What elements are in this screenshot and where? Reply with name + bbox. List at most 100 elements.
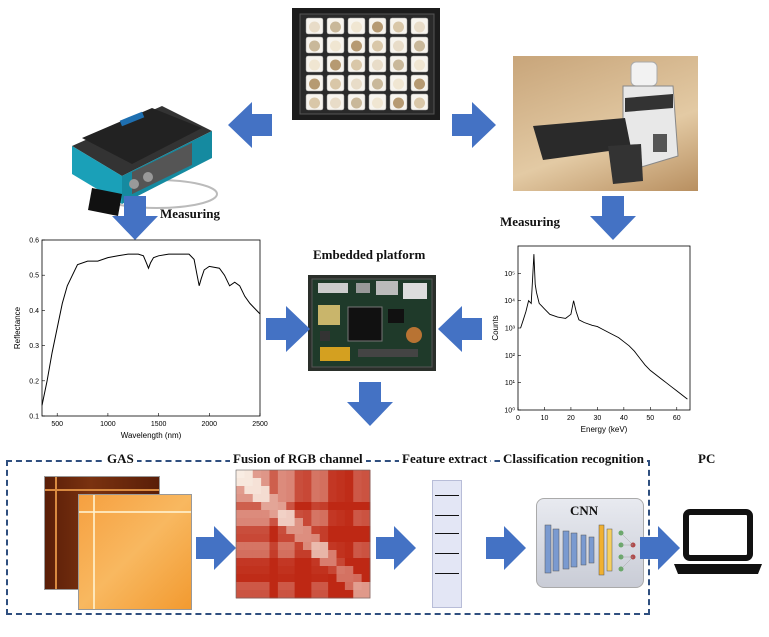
sample-powder: [414, 21, 425, 33]
heatmap-cell: [336, 470, 346, 479]
sample-powder: [372, 21, 383, 33]
heatmap-cell: [269, 526, 279, 535]
heatmap-cell: [244, 582, 254, 591]
plot-frame: [517, 245, 691, 411]
sample-powder: [414, 59, 425, 71]
heatmap-cell: [269, 494, 279, 503]
heatmap-cell: [252, 534, 262, 543]
spectrometer-photo: [42, 76, 220, 224]
sample-powder: [351, 97, 362, 109]
heatmap-cell: [311, 574, 321, 583]
heatmap-cell: [244, 502, 254, 511]
heatmap-cell: [286, 470, 296, 479]
heatmap-cell: [311, 526, 321, 535]
heatmap-cell: [236, 582, 245, 591]
heatmap-cell: [236, 510, 245, 519]
heatmap-cell: [319, 550, 329, 559]
heatmap-cell: [328, 494, 337, 503]
x-tick-label: 500: [51, 421, 63, 428]
heatmap-cell: [361, 558, 371, 567]
sample-powder: [393, 78, 404, 90]
pc-label: PC: [698, 451, 716, 466]
heatmap-cell: [328, 558, 337, 567]
heatmap-cell: [311, 590, 321, 599]
heatmap-cell: [236, 470, 245, 479]
heatmap-cell: [294, 486, 304, 495]
heatmap-cell: [344, 478, 354, 487]
heatmap-cell: [294, 574, 304, 583]
heatmap-cell: [261, 558, 270, 567]
heatmap-cell: [252, 550, 262, 559]
heatmap-cell: [252, 542, 262, 551]
sample-powder: [309, 78, 320, 90]
heatmap-cell: [319, 582, 329, 591]
heatmap-cell: [336, 526, 346, 535]
heatmap-cell: [277, 510, 287, 519]
y-tick-label: 0.3: [29, 343, 39, 350]
series-line: [41, 253, 261, 406]
heatmap-cell: [261, 470, 270, 479]
sample-powder: [351, 59, 362, 71]
feature-vector: [432, 480, 462, 608]
sample-tray-photo: [292, 8, 440, 120]
heatmap-cell: [361, 526, 371, 535]
heatmap-cell: [303, 494, 312, 503]
heatmap-cell: [252, 566, 262, 575]
sample-powder: [393, 40, 404, 52]
heatmap-cell: [328, 470, 337, 479]
arrow-right-top: [452, 102, 496, 148]
heatmap-cell: [269, 502, 279, 511]
rgb-fusion-heatmap: [235, 469, 371, 599]
heatmap-cell: [244, 590, 254, 599]
heatmap-cell: [336, 502, 346, 511]
heatmap-cell: [303, 478, 312, 487]
heatmap-cell: [319, 566, 329, 575]
heatmap-cell: [353, 550, 363, 559]
heatmap-cell: [286, 518, 296, 527]
heatmap-cell: [252, 518, 262, 527]
heatmap-cell: [303, 534, 312, 543]
heatmap-cell: [328, 550, 337, 559]
heatmap-cell: [361, 574, 371, 583]
heatmap-cell: [319, 518, 329, 527]
heatmap-cell: [277, 582, 287, 591]
heatmap-cell: [236, 518, 245, 527]
heatmap-cell: [236, 550, 245, 559]
heatmap-frame: [235, 469, 371, 599]
heatmap-cell: [236, 590, 245, 599]
arrow-left-top: [228, 102, 272, 148]
heatmap-cell: [344, 502, 354, 511]
feature-extract-label: Feature extract: [399, 451, 491, 467]
y-tick-label: 0.4: [29, 308, 39, 315]
heatmap-cell: [244, 494, 254, 503]
heatmap-cell: [236, 558, 245, 567]
heatmap-cell: [286, 502, 296, 511]
heatmap-cell: [344, 590, 354, 599]
x-axis-label: Wavelength (nm): [121, 431, 182, 440]
gas-image-front: [78, 494, 192, 610]
heatmap-cell: [344, 494, 354, 503]
x-tick-label: 60: [673, 415, 681, 422]
heatmap-cell: [303, 470, 312, 479]
heatmap-cell: [252, 486, 262, 495]
heatmap-cell: [344, 542, 354, 551]
heatmap-cell: [361, 470, 371, 479]
heatmap-cell: [353, 478, 363, 487]
heatmap-cell: [303, 550, 312, 559]
heatmap-cell: [336, 566, 346, 575]
heatmap-cell: [269, 518, 279, 527]
sample-powder: [414, 97, 425, 109]
heatmap-cell: [261, 486, 270, 495]
heatmap-cell: [311, 566, 321, 575]
heatmap-cell: [252, 574, 262, 583]
heatmap-cell: [336, 478, 346, 487]
y-tick-label: 10⁴: [504, 298, 515, 305]
sample-powder: [414, 78, 425, 90]
heatmap-cell: [236, 478, 245, 487]
arrow-down-board: [347, 382, 393, 426]
heatmap-cell: [353, 566, 363, 575]
cnn-model-box: CNN: [536, 498, 644, 588]
heatmap-cell: [303, 558, 312, 567]
y-tick-label: 0.5: [29, 273, 39, 280]
